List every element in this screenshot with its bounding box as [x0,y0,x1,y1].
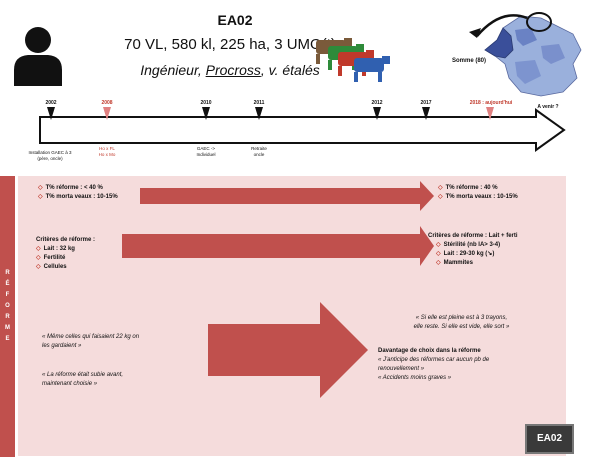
farm-summary: 70 VL, 580 kl, 225 ha, 3 UMO(t) [124,36,336,53]
year-2002: 2002 [45,100,57,106]
year-2010: 2010 [200,100,212,106]
year-2012: 2012 [371,100,383,106]
event-gaec-individual: GAEC ->Individuel [196,146,216,157]
quote-right-1: « Si elle est pleine est à 3 trayons, el… [413,315,510,330]
quote-left-1: « Même celles qui faisaient 22 kg on les… [42,334,140,349]
france-map [469,12,582,97]
map-label: Somme (80) [452,58,487,64]
event-installation: Installation GAEC à 3(père, oncle) [28,150,72,161]
choice-block: Davantage de choix dans la réforme « J'a… [378,348,490,381]
cows-icon [316,38,390,82]
row2-right: Critères de réforme : Lait + ferti ◇Stér… [428,233,518,266]
person-icon [14,27,62,86]
quote-left-2: « La réforme était subie avant, maintena… [42,372,124,387]
timeline-arrow [39,107,566,152]
sidebar-band [0,176,15,457]
year-2011: 2011 [253,100,265,106]
page-title: EA02 [217,12,253,28]
row1-right: ◇T% réforme : 40 % ◇T% morta veaux : 10-… [438,185,518,200]
year-2017: 2017 [420,100,432,106]
year-2008: 2008 [101,100,113,106]
row1-left: ◇T% réforme : < 40 % ◇T% morta veaux : 1… [38,185,118,200]
farmer-profile: Ingénieur, Procross, v. étalés [140,62,320,78]
reforme-panel [18,176,566,456]
year-future: A venir ? [537,104,559,110]
year-2018: 2018 : aujourd'hui [469,100,513,106]
arrows [122,181,434,398]
ea02-badge: EA02 [525,424,574,454]
row2-left: Critères de réforme : ◇Lait : 32 kg ◇Fer… [36,237,96,270]
